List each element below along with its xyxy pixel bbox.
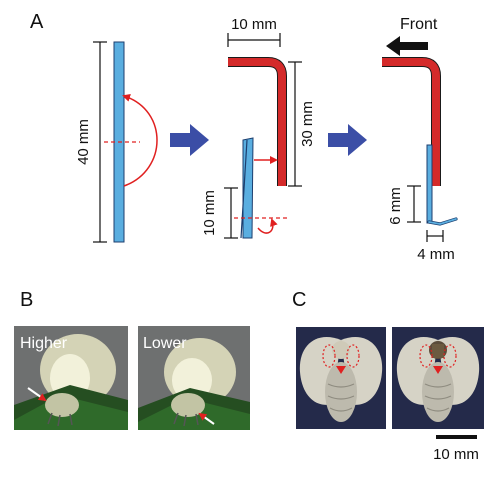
- dim-foot-width-label: 4 mm: [417, 246, 455, 263]
- moth-left-pointer: [336, 366, 346, 374]
- final-red-rod: [382, 58, 440, 186]
- panel-c-label: C: [292, 289, 306, 311]
- photo-lower-moth-body: [171, 393, 205, 417]
- second-fold-arrow: [257, 218, 278, 234]
- photo-lower-label: Lower: [143, 335, 187, 352]
- moth-right-device: [432, 344, 444, 358]
- moth-left-marker-r: [346, 344, 360, 368]
- stage-final: Front 6 mm 4 mm: [382, 16, 458, 263]
- moth-left-segments: [327, 383, 355, 412]
- photo-higher-pointer: [27, 387, 47, 402]
- moth-right-pointer: [433, 366, 443, 374]
- front-label: Front: [400, 16, 438, 33]
- moth-right-marker-r: [443, 344, 457, 368]
- photo-lower-pointer: [198, 412, 215, 425]
- stage-bent: 10 mm 30 mm 10 mm: [201, 16, 316, 239]
- panel-b-label: B: [20, 289, 33, 311]
- final-strip: [426, 144, 433, 224]
- photo-higher-label: Higher: [20, 335, 68, 352]
- photo-lower: [138, 326, 250, 430]
- fold-arrow: [122, 94, 158, 187]
- red-rod: [228, 58, 286, 186]
- dim-vertical-length-label: 30 mm: [299, 101, 316, 147]
- dim-top-width-label: 10 mm: [231, 16, 277, 33]
- photo-higher: [14, 326, 128, 430]
- transition-arrow-2: [328, 124, 367, 156]
- stage-straight-strip: 40 mm: [75, 41, 158, 243]
- moth-left-head: [332, 341, 350, 359]
- final-foot: [428, 218, 457, 225]
- photo-higher-legs: [47, 412, 73, 427]
- photo-moth-right: [392, 327, 484, 429]
- photo-lower-legs: [173, 412, 199, 427]
- red-rod-outline: [228, 57, 287, 186]
- photo-moth-left: [296, 327, 386, 429]
- photo-higher-moth-body: [45, 393, 79, 417]
- moth-right-segments: [424, 383, 452, 412]
- moth-left-body: [325, 362, 357, 422]
- transition-arrow-1: [170, 124, 209, 156]
- panel-a-label: A: [30, 11, 44, 33]
- dim-total-length-label: 40 mm: [75, 119, 92, 165]
- front-arrow: [386, 36, 428, 56]
- moth-right-body: [422, 362, 454, 422]
- scale-bar-label: 10 mm: [433, 446, 479, 463]
- moth-right-marker-l: [419, 344, 433, 368]
- moth-left-marker-l: [322, 344, 336, 368]
- lower-strip-edge: [240, 139, 248, 239]
- dim-lower-length-label: 10 mm: [201, 190, 218, 236]
- dim-bottom-height-label: 6 mm: [387, 187, 404, 225]
